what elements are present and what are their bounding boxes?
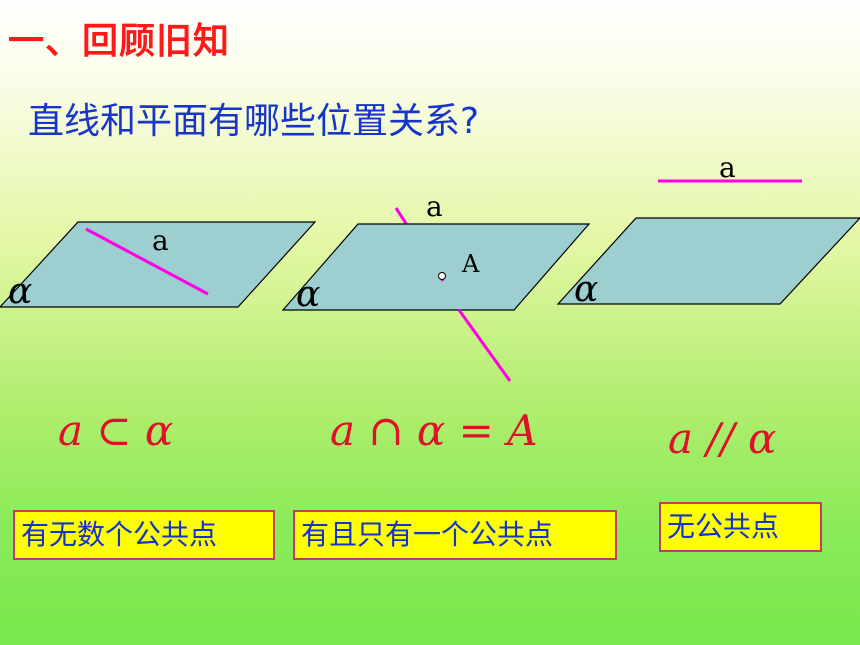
- plane-2: [281, 223, 591, 311]
- plane-label-2: α: [296, 274, 320, 315]
- formula-line-intersects-plane: a ∩ α = A: [330, 406, 538, 455]
- slide-question: 直线和平面有哪些位置关系?: [28, 101, 480, 142]
- line-2-lower: [457, 309, 512, 382]
- description-box-3: 无公共点: [659, 502, 822, 552]
- line-label-2: a: [426, 190, 443, 223]
- plane-label-3: α: [574, 269, 598, 310]
- intersection-point: [438, 272, 446, 280]
- point-label: A: [461, 250, 480, 278]
- slide-heading: 一、回顾旧知: [8, 21, 231, 62]
- description-box-1: 有无数个公共点: [13, 510, 275, 560]
- description-box-2: 有且只有一个公共点: [293, 510, 617, 560]
- line-label-3: a: [719, 151, 736, 184]
- formula-line-in-plane: a ⊂ α: [58, 406, 174, 455]
- plane-3: [556, 217, 860, 305]
- plane-label-1: α: [8, 271, 32, 312]
- line-1: [85, 227, 209, 296]
- formula-line-parallel-plane: a // α: [668, 414, 777, 463]
- line-label-1: a: [152, 224, 169, 257]
- plane-1: [0, 221, 317, 308]
